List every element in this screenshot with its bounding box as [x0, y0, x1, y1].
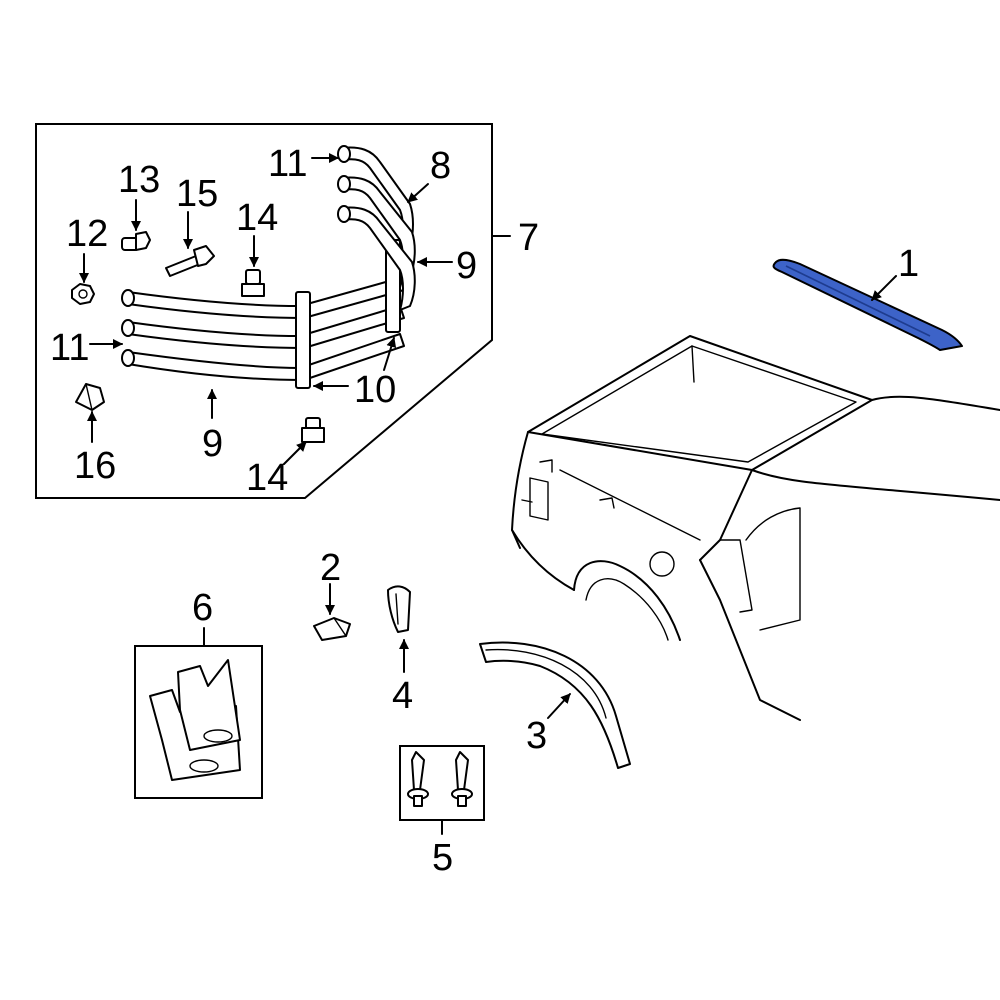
callout-12: 12 — [66, 213, 108, 255]
leader-arrows — [79, 153, 897, 719]
push-pin-right — [451, 751, 473, 807]
callout-16: 16 — [74, 445, 116, 487]
push-pin-left — [407, 751, 429, 807]
bed-extender-frame — [121, 145, 416, 389]
mud-flap-front — [177, 659, 241, 751]
callout-8: 8 — [430, 145, 451, 187]
bed-extender-lower-rails — [121, 239, 405, 389]
wheel-flare-part-3 — [479, 641, 631, 769]
bracket-part-4 — [387, 585, 411, 633]
callout-13: 13 — [118, 159, 160, 201]
callout-2: 2 — [320, 547, 341, 589]
callout-5: 5 — [432, 837, 453, 879]
nut-12 — [71, 283, 95, 305]
callout-14-upper: 14 — [236, 197, 278, 239]
bolt-14-upper — [241, 269, 265, 297]
callout-10: 10 — [354, 369, 396, 411]
bed-extender-upper-rails — [337, 145, 416, 311]
callout-labels: 1 2 3 4 5 6 7 8 9 9 10 11 11 12 13 15 14… — [50, 143, 919, 879]
bed-rail-cap-part-1[interactable] — [772, 258, 963, 351]
retainer-part-2 — [313, 617, 351, 641]
pin-15 — [165, 245, 215, 277]
callout-3: 3 — [526, 715, 547, 757]
bolt-14-lower — [301, 417, 325, 443]
pickup-truck-outline — [511, 335, 1000, 721]
mud-flap-kit-box — [134, 627, 263, 799]
cap-16 — [75, 383, 105, 411]
callout-4: 4 — [392, 675, 413, 717]
callout-11-top: 11 — [268, 143, 307, 185]
callout-1: 1 — [898, 243, 919, 285]
callout-6: 6 — [192, 587, 213, 629]
callout-14-lower: 14 — [246, 457, 288, 499]
callout-9-bottom: 9 — [202, 423, 223, 465]
callout-15: 15 — [176, 173, 218, 215]
callout-11-left: 11 — [50, 327, 89, 369]
push-pin-kit-box — [399, 745, 485, 835]
callout-9-right: 9 — [456, 245, 477, 287]
bolt-13 — [121, 231, 151, 251]
callout-7: 7 — [518, 217, 539, 259]
